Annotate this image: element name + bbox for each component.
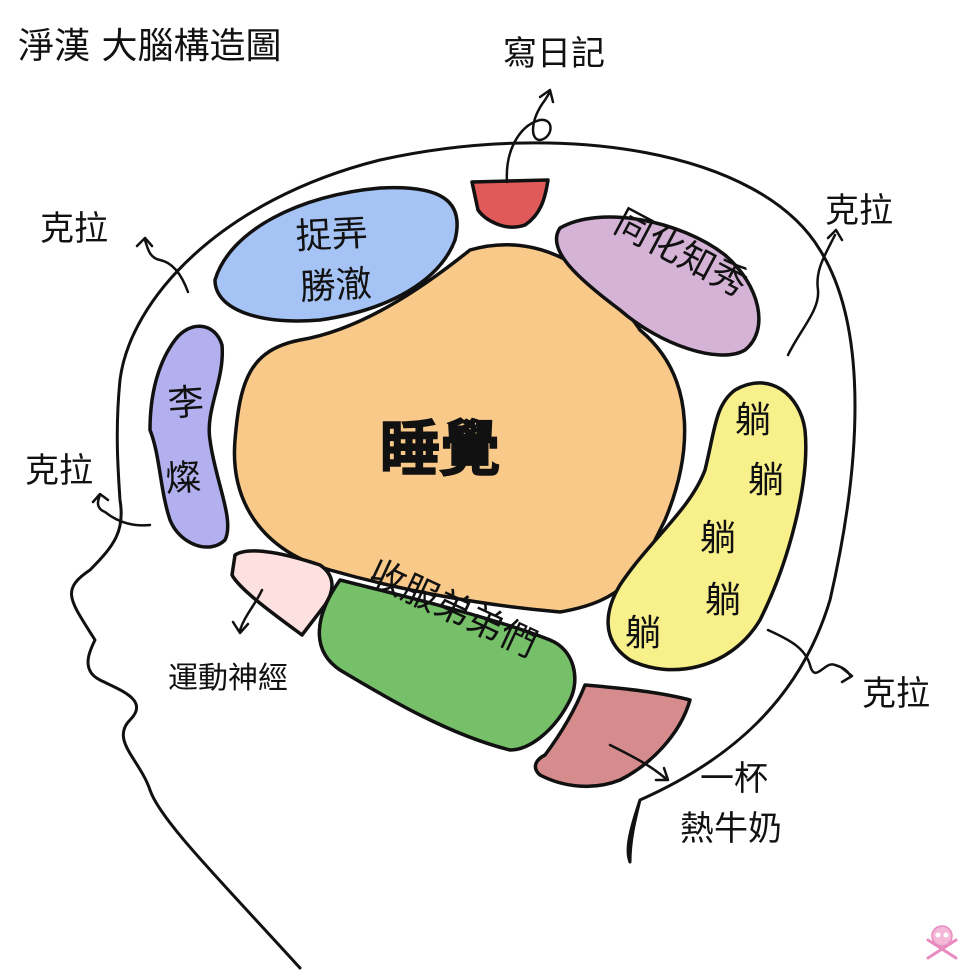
top-left-label-line1: 捉弄 xyxy=(295,213,369,258)
top-left-region xyxy=(213,185,459,323)
page-title: 淨漢 大腦構造圖 xyxy=(18,26,281,67)
right-label-4: 躺 xyxy=(705,580,741,621)
arrow-lower-right xyxy=(766,628,854,684)
right-region xyxy=(606,381,808,672)
arrow-upper-right xyxy=(786,228,844,357)
left-label-top: 李 xyxy=(167,382,206,425)
side-label-upper-right: 克拉 xyxy=(825,191,893,231)
arrow-milk xyxy=(608,743,670,782)
arrow-lower-left xyxy=(91,492,152,527)
arrow-diary xyxy=(505,88,555,184)
milk-label-line2: 熱牛奶 xyxy=(680,809,782,849)
milk-region xyxy=(533,683,692,789)
top-right-region xyxy=(554,215,761,357)
bottom-region xyxy=(317,578,577,752)
side-label-lower-right: 克拉 xyxy=(862,674,930,714)
side-label-lower-left: 克拉 xyxy=(25,451,93,491)
right-label-5: 躺 xyxy=(625,613,661,654)
left-region xyxy=(148,324,230,549)
arrow-upper-left xyxy=(135,236,190,294)
motor-region xyxy=(230,549,334,637)
right-label-2: 躺 xyxy=(748,460,784,501)
milk-label-line1: 一杯 xyxy=(700,759,768,799)
left-label-bottom: 燦 xyxy=(164,457,203,500)
diary-region xyxy=(470,178,550,229)
right-label-1: 躺 xyxy=(735,400,771,441)
sleep-region xyxy=(232,243,687,614)
diary-label: 寫日記 xyxy=(503,34,605,74)
side-label-upper-left: 克拉 xyxy=(40,209,108,249)
skull-crossbones-icon xyxy=(926,925,958,960)
sleep-label: 睡覺 xyxy=(380,415,500,485)
motor-label: 運動神經 xyxy=(168,661,288,696)
top-left-label-line2: 勝澈 xyxy=(299,264,373,309)
arrow-motor xyxy=(231,588,264,635)
right-label-3: 躺 xyxy=(700,518,736,559)
head-outline xyxy=(70,141,857,970)
